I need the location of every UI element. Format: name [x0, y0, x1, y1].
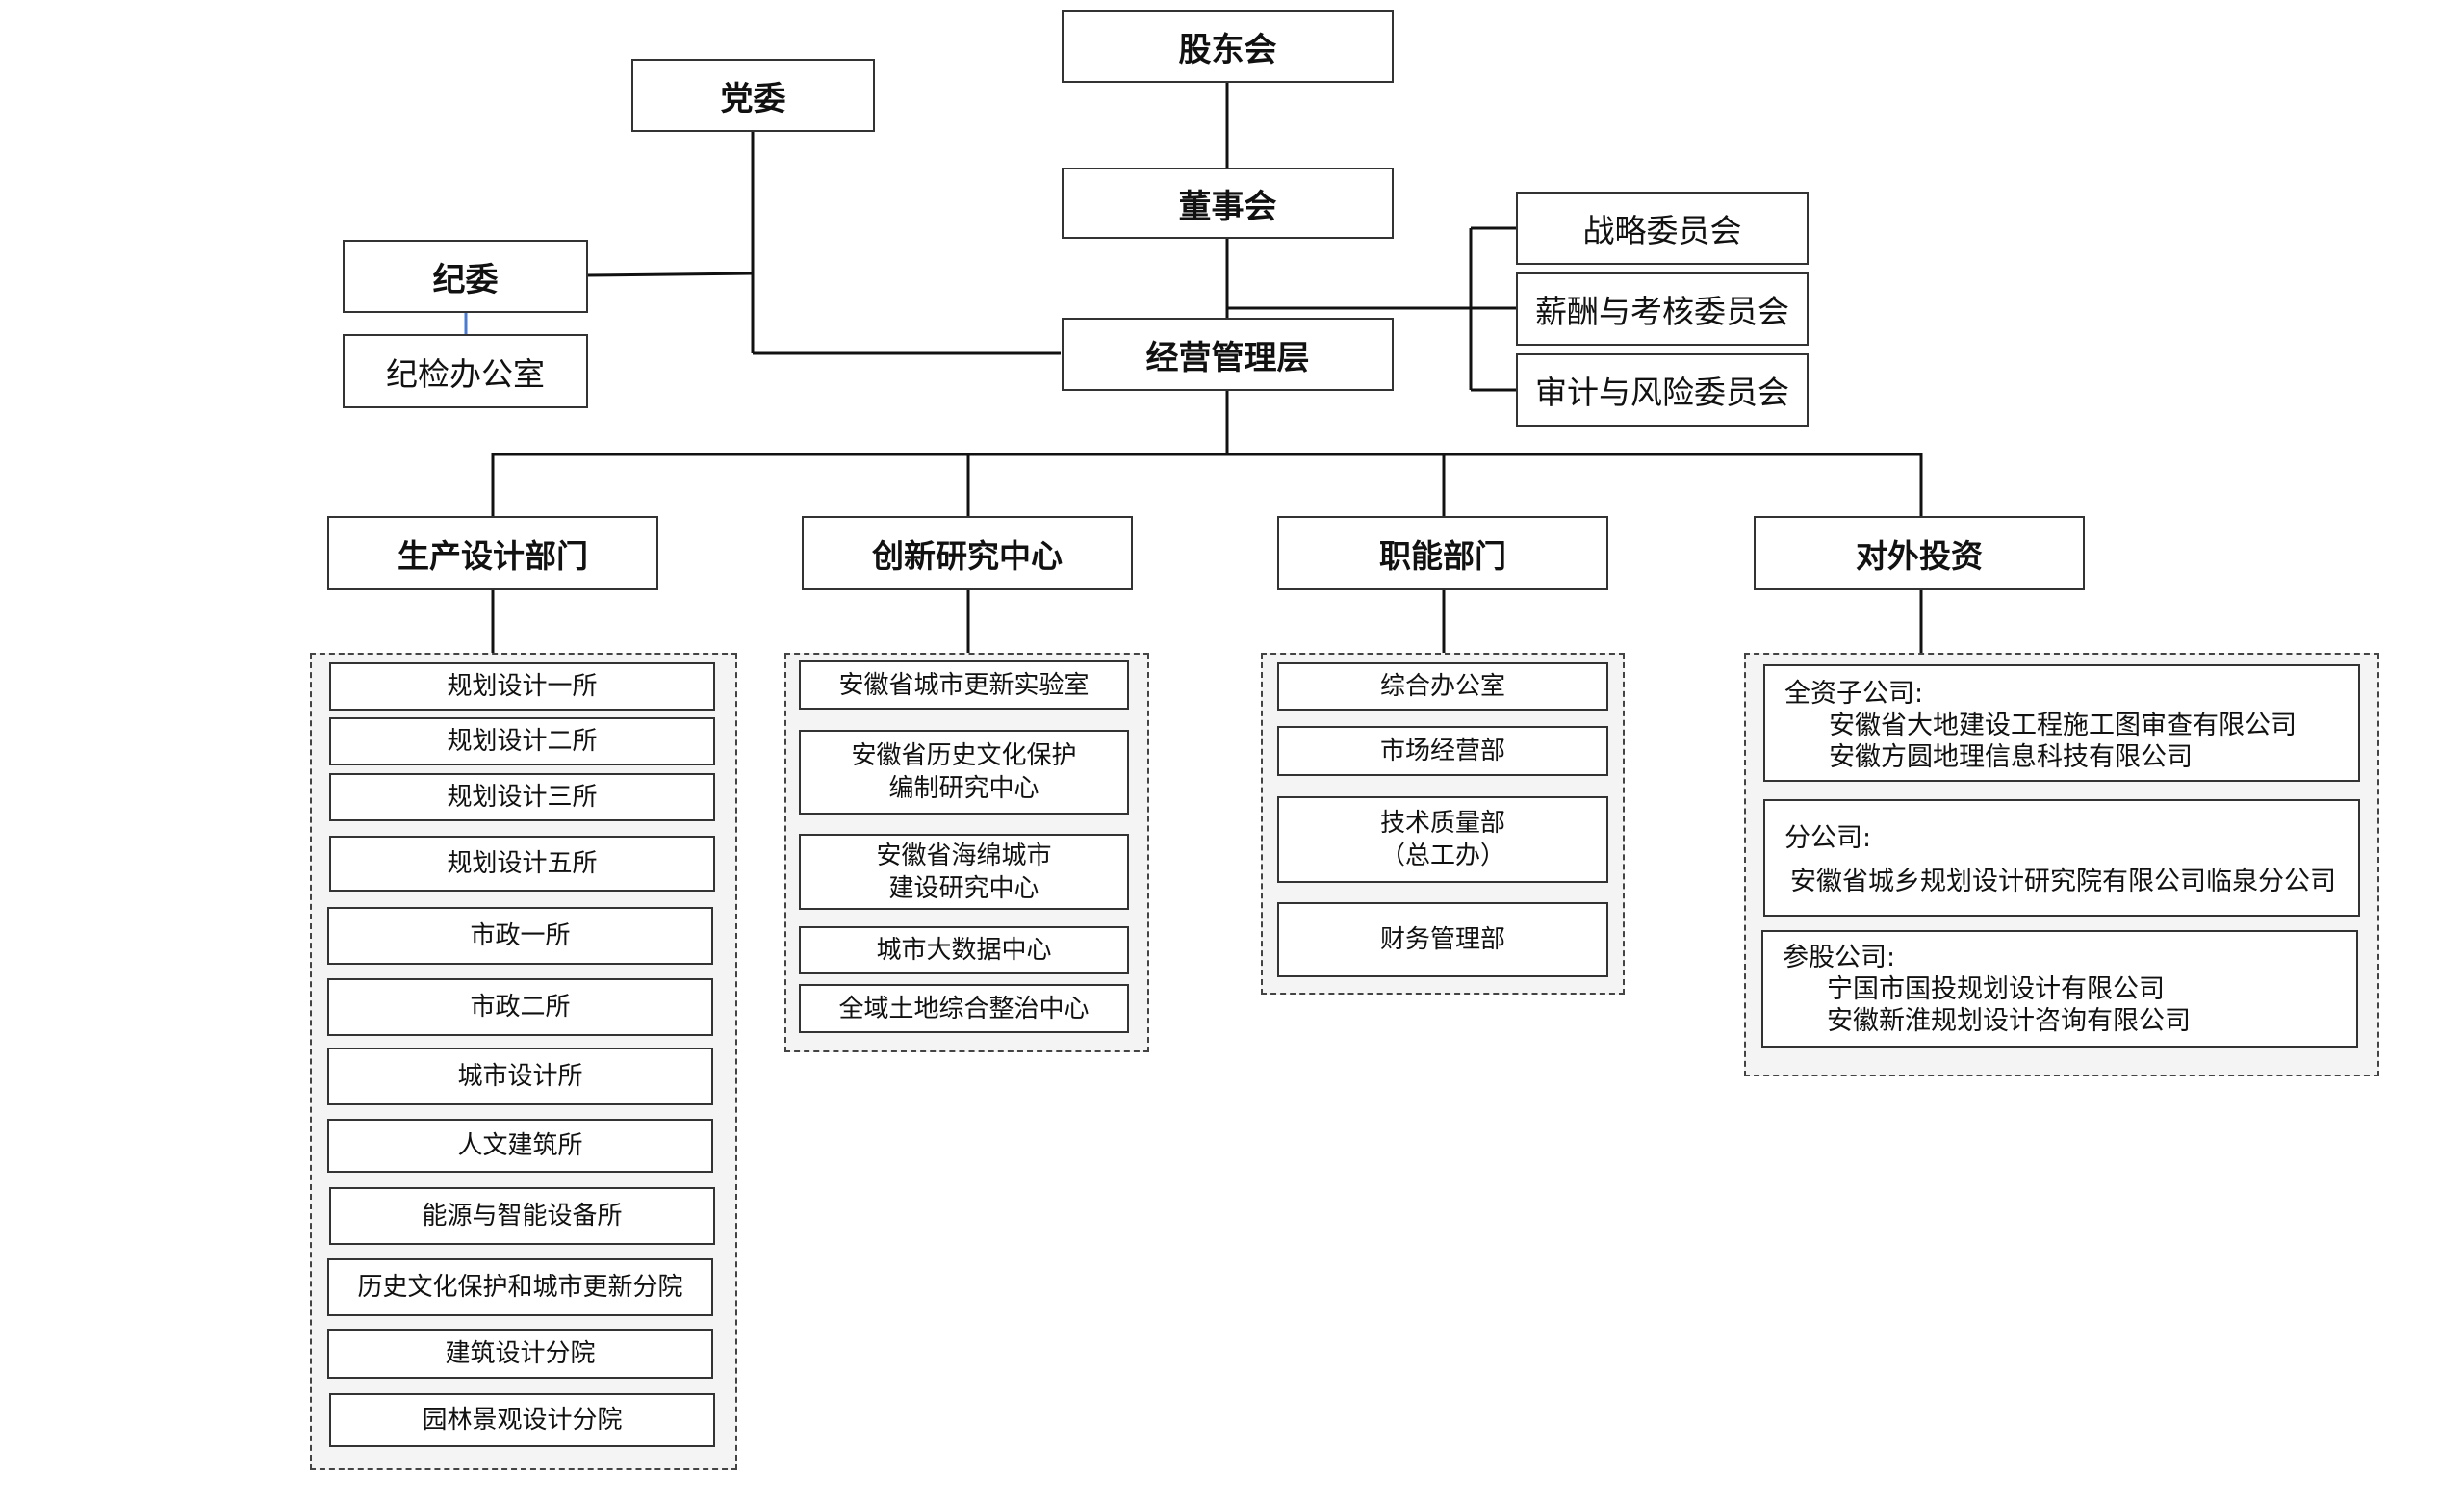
audit-risk-committee-box: 审计与风险委员会 [1516, 353, 1809, 427]
production-unit: 城市设计所 [327, 1048, 713, 1105]
functional-unit-line1: 综合办公室 [1379, 672, 1505, 701]
production-unit: 规划设计二所 [329, 717, 715, 765]
company-name: 宁国市国投规划设计有限公司 [1827, 974, 2165, 1004]
functional-unit: 市场经营部 [1277, 726, 1608, 776]
management-box: 经营管理层 [1062, 318, 1394, 391]
branch-companies-box: 分公司: 安徽省城乡规划设计研究院有限公司临泉分公司 [1763, 799, 2360, 917]
company-name: 安徽省大地建设工程施工图审查有限公司 [1829, 711, 2297, 740]
compensation-committee-box: 薪酬与考核委员会 [1516, 272, 1809, 346]
production-unit: 市政二所 [327, 978, 713, 1036]
innovation-unit-line1: 安徽省历史文化保护 [851, 741, 1077, 770]
company-name: 安徽省城乡规划设计研究院有限公司临泉分公司 [1790, 867, 2336, 896]
functional-unit-line2: （总工办） [1379, 842, 1505, 870]
innovation-unit: 全域土地综合整治中心 [799, 984, 1129, 1033]
innovation-center-box: 创新研究中心 [802, 516, 1133, 590]
discipline-office-box: 纪检办公室 [343, 334, 588, 408]
innovation-unit-line2: 建设研究中心 [888, 873, 1040, 903]
wholly-owned-label: 全资子公司: [1784, 679, 1924, 709]
innovation-unit: 安徽省海绵城市建设研究中心 [799, 834, 1129, 910]
external-investment-box: 对外投资 [1754, 516, 2085, 590]
production-unit: 规划设计五所 [329, 836, 715, 892]
party-committee-box: 党委 [631, 59, 875, 132]
innovation-unit-line1: 安徽省城市更新实验室 [838, 670, 1090, 700]
branch-label: 分公司: [1784, 823, 1872, 853]
innovation-unit: 安徽省城市更新实验室 [799, 660, 1129, 710]
company-name: 安徽新淮规划设计咨询有限公司 [1827, 1006, 2191, 1036]
equity-label: 参股公司: [1783, 943, 1896, 972]
functional-unit-line1: 市场经营部 [1379, 737, 1505, 765]
production-unit: 市政一所 [327, 907, 713, 965]
production-unit: 规划设计一所 [329, 662, 715, 711]
discipline-committee-box: 纪委 [343, 240, 588, 313]
equity-companies-box: 参股公司: 宁国市国投规划设计有限公司 安徽新淮规划设计咨询有限公司 [1761, 930, 2358, 1048]
shareholders-box: 股东会 [1062, 10, 1394, 83]
functional-unit: 技术质量部 （总工办） [1277, 796, 1608, 883]
innovation-unit-line1: 城市大数据中心 [876, 936, 1052, 965]
production-unit: 历史文化保护和城市更新分院 [327, 1258, 713, 1316]
innovation-unit: 安徽省历史文化保护编制研究中心 [799, 730, 1129, 815]
innovation-unit: 城市大数据中心 [799, 926, 1129, 974]
strategy-committee-box: 战略委员会 [1516, 192, 1809, 265]
production-unit: 人文建筑所 [327, 1119, 713, 1173]
innovation-unit-line2: 编制研究中心 [888, 774, 1040, 803]
wholly-owned-subsidiaries-box: 全资子公司: 安徽省大地建设工程施工图审查有限公司 安徽方圆地理信息科技有限公司 [1763, 664, 2360, 782]
production-unit: 能源与智能设备所 [329, 1187, 715, 1245]
functional-dept-box: 职能部门 [1277, 516, 1608, 590]
functional-unit-line1: 技术质量部 [1379, 809, 1505, 838]
board-box: 董事会 [1062, 168, 1394, 239]
production-unit: 建筑设计分院 [327, 1329, 713, 1379]
company-name: 安徽方圆地理信息科技有限公司 [1829, 742, 2193, 772]
production-unit: 园林景观设计分院 [329, 1393, 715, 1447]
innovation-unit-line1: 全域土地综合整治中心 [838, 994, 1090, 1023]
innovation-unit-line1: 安徽省海绵城市 [876, 841, 1052, 870]
production-unit: 规划设计三所 [329, 773, 715, 821]
functional-unit: 财务管理部 [1277, 902, 1608, 977]
functional-unit: 综合办公室 [1277, 662, 1608, 711]
production-design-dept-box: 生产设计部门 [327, 516, 658, 590]
functional-unit-line1: 财务管理部 [1379, 925, 1505, 954]
